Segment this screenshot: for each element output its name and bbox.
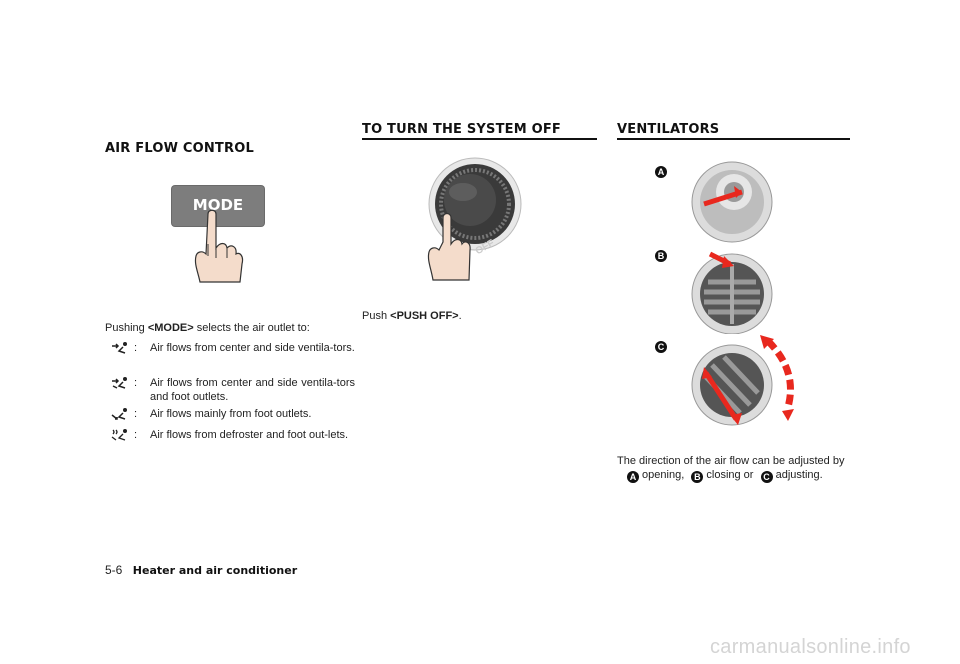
knob-icon [427,157,522,281]
vent-c-ref: C [760,471,773,483]
vent-a-label: A [655,160,667,178]
intro-suffix: selects the air outlet to: [193,322,310,334]
mode-button-graphic [172,186,264,226]
watermark-text: carmanualsonline.info [710,636,911,658]
vent-b-closing-illustration [691,251,773,334]
push-off-paragraph: Push <PUSH OFF>. [362,310,462,322]
intro-paragraph: Pushing <MODE> selects the air outlet to… [105,321,350,335]
off-knob-illustration: OFF [415,152,525,282]
defrost-foot-mode-icon [111,429,127,441]
pressing-finger-icon [194,209,244,283]
foot-mode-icon [111,408,127,420]
vent-a-ref: A [627,471,639,483]
intro-strong: <MODE> [147,322,194,334]
turn-system-off-title: TO TURN THE SYSTEM OFF [362,122,562,137]
mode-list: : Air flows from center and side ventila… [110,341,355,461]
ventilator-description: The direction of the air flow can be adj… [617,455,845,483]
mode-button-label: MODE [192,196,244,214]
mode-button-illustration: MODE [150,170,280,290]
vent-c-adjusting-illustration [691,335,794,426]
section-divider [617,138,850,140]
air-flow-control-title: AIR FLOW CONTROL [105,141,254,156]
vent-a-opening-illustration [691,161,773,243]
vent-b-label: B [655,244,667,262]
page-number: 5-6 [105,563,123,577]
ventilators-title: VENTILATORS [617,122,720,137]
intro-prefix: Pushing [105,322,148,334]
vent-b-ref: B [691,471,704,483]
section-divider [362,138,597,140]
footer-section-title: Heater and air conditioner [132,564,298,577]
page-footer: 5-6 Heater and air conditioner [105,561,297,579]
vent-mode-icon [112,342,127,354]
bi-level-mode-icon [112,377,127,389]
vent-c-label: C [655,335,667,353]
